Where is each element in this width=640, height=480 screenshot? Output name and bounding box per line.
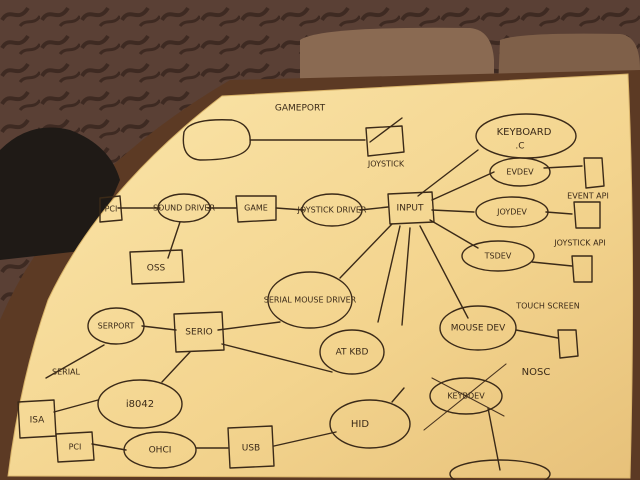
label-game: GAME: [244, 204, 268, 213]
label-nosc: NOSC: [522, 367, 551, 378]
label-keyboard: KEYBOARD: [497, 127, 552, 138]
label-touch-screen: TOUCH SCREEN: [515, 302, 580, 311]
diagram-labels: GAMEPORT JOYSTICK KEYBOARD .C PCI SOUND …: [30, 104, 609, 456]
node-gameport-box: [182, 119, 251, 161]
node-keybdev-ellipse: [429, 377, 503, 415]
node-serport-ellipse: [87, 307, 145, 345]
label-sound-driver: SOUND DRIVER: [153, 204, 216, 213]
diagram-nodes: [17, 113, 605, 480]
node-tsdev-ellipse: [461, 240, 535, 272]
label-hid: HID: [351, 419, 369, 430]
node-game-box: [235, 195, 277, 223]
label-joystick-driver: JOYSTICK DRIVER: [297, 206, 367, 215]
node-joystick-box: [365, 125, 405, 157]
node-pci-left-box: [99, 195, 123, 223]
label-gameport: GAMEPORT: [275, 104, 326, 114]
label-event-api: EVENT API: [567, 192, 609, 201]
label-keybdev: KEYBDEV: [447, 392, 485, 401]
node-event-api-box: [583, 157, 605, 189]
node-serio-box: [173, 311, 225, 353]
diagram-connections: [45, 117, 583, 471]
label-keyboard-sub: .C: [515, 142, 524, 152]
node-serial-mouse-ellipse: [267, 271, 353, 329]
node-sound-driver-ellipse: [157, 193, 211, 223]
label-ohci: OHCI: [149, 446, 172, 456]
node-evdev-ellipse: [489, 157, 551, 187]
dark-object: [0, 127, 120, 260]
label-serport: SERPORT: [98, 322, 135, 331]
node-mousedev-ellipse: [439, 305, 517, 351]
node-oss-box: [129, 249, 185, 285]
label-input: INPUT: [397, 204, 424, 214]
label-isa: ISA: [30, 416, 46, 426]
node-bottom-ellipse: [449, 459, 551, 480]
node-usb-box: [227, 425, 275, 469]
node-joystick-driver-ellipse: [301, 193, 363, 227]
label-oss: OSS: [147, 264, 166, 274]
label-joystick-api: JOYSTICK API: [553, 239, 605, 248]
node-input-box: [387, 191, 435, 225]
label-mousedev: MOUSE DEV: [451, 324, 506, 334]
label-at-kbd: AT KBD: [336, 348, 369, 358]
label-evdev: EVDEV: [506, 168, 534, 177]
label-usb: USB: [242, 444, 260, 454]
label-pci-bottom: PCI: [69, 443, 82, 452]
label-joydev: JOYDEV: [496, 208, 527, 217]
node-hid-ellipse: [329, 399, 411, 449]
paper-sheet: [7, 73, 634, 479]
node-pci-bottom-box: [55, 431, 95, 463]
node-mouse-api-box: [557, 329, 579, 359]
node-joydev-ellipse: [475, 196, 549, 228]
label-serio: SERIO: [185, 328, 212, 338]
node-i8042-ellipse: [97, 379, 183, 429]
node-touch-box: [571, 255, 593, 283]
label-serial-mouse-driver: SERIAL MOUSE DRIVER: [264, 296, 357, 305]
label-i8042: i8042: [126, 399, 154, 410]
label-tsdev: TSDEV: [484, 252, 512, 261]
node-joystick-api-box: [573, 201, 601, 229]
label-joystick: JOYSTICK: [367, 160, 405, 169]
label-pci-left: PCI: [105, 205, 118, 214]
node-ohci-ellipse: [123, 431, 197, 469]
node-atkbd-ellipse: [319, 329, 385, 375]
label-serial: SERIAL: [52, 368, 81, 377]
